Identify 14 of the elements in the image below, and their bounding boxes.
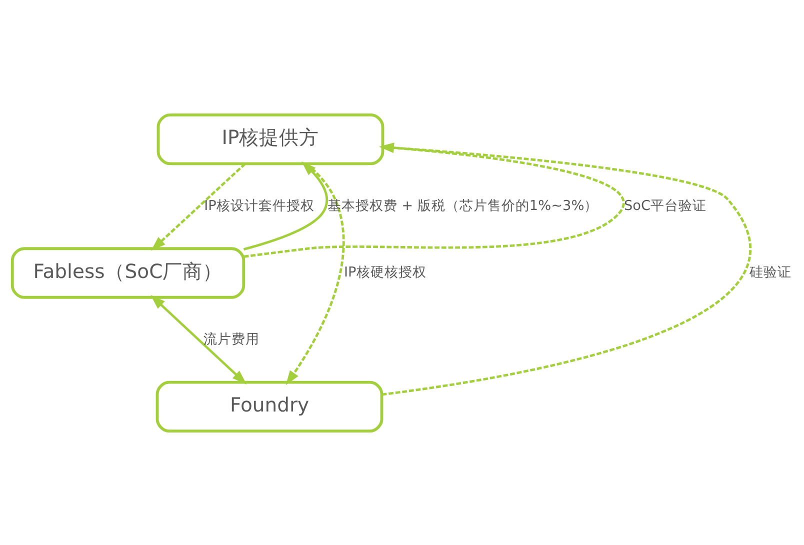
node-box: Fabless（SoC厂商） [10, 246, 246, 298]
edge-label: IP核设计套件授权 [204, 197, 314, 214]
edge-label: SoC平台验证 [624, 197, 707, 214]
arrow [379, 142, 752, 396]
arrow [244, 142, 624, 258]
edge-label: IP核硬核授权 [344, 264, 426, 280]
node-box: IP核提供方 [156, 112, 384, 165]
edge-label: 基本授权费 + 版税（芯片售价的1%~3%） [327, 197, 598, 214]
node-box: Foundry [156, 380, 384, 432]
edge-label: 流片费用 [203, 330, 260, 347]
arrow [151, 162, 246, 250]
arrow [150, 294, 247, 384]
arrow [243, 160, 328, 250]
edge-label: 硅验证 [750, 264, 792, 280]
